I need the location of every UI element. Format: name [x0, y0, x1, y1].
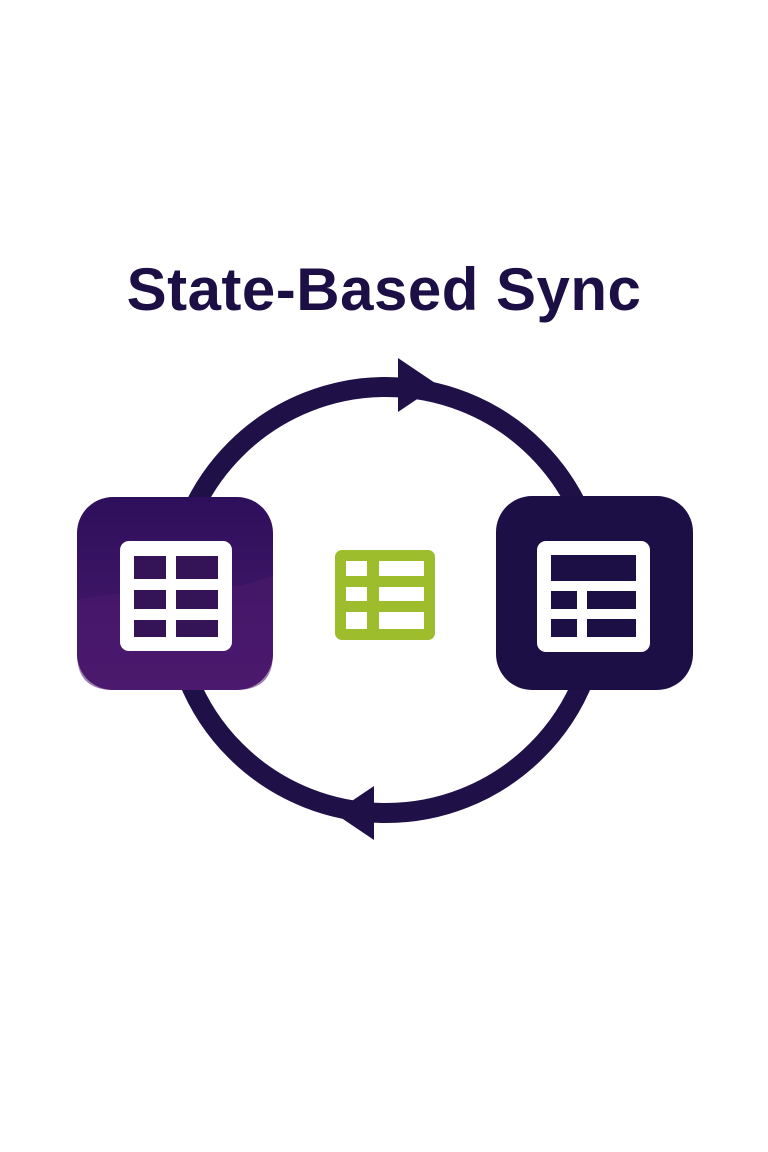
right-state-node — [496, 496, 693, 690]
bottom-arrowhead-icon — [334, 786, 374, 840]
top-arrowhead-icon — [398, 358, 438, 412]
left-state-node — [77, 497, 273, 690]
center-state-node — [335, 550, 435, 640]
table-grid-icon — [120, 541, 232, 651]
diagram-title: State-Based Sync — [126, 256, 642, 323]
table-grid-icon — [335, 550, 435, 640]
table-layout-icon — [537, 541, 650, 652]
